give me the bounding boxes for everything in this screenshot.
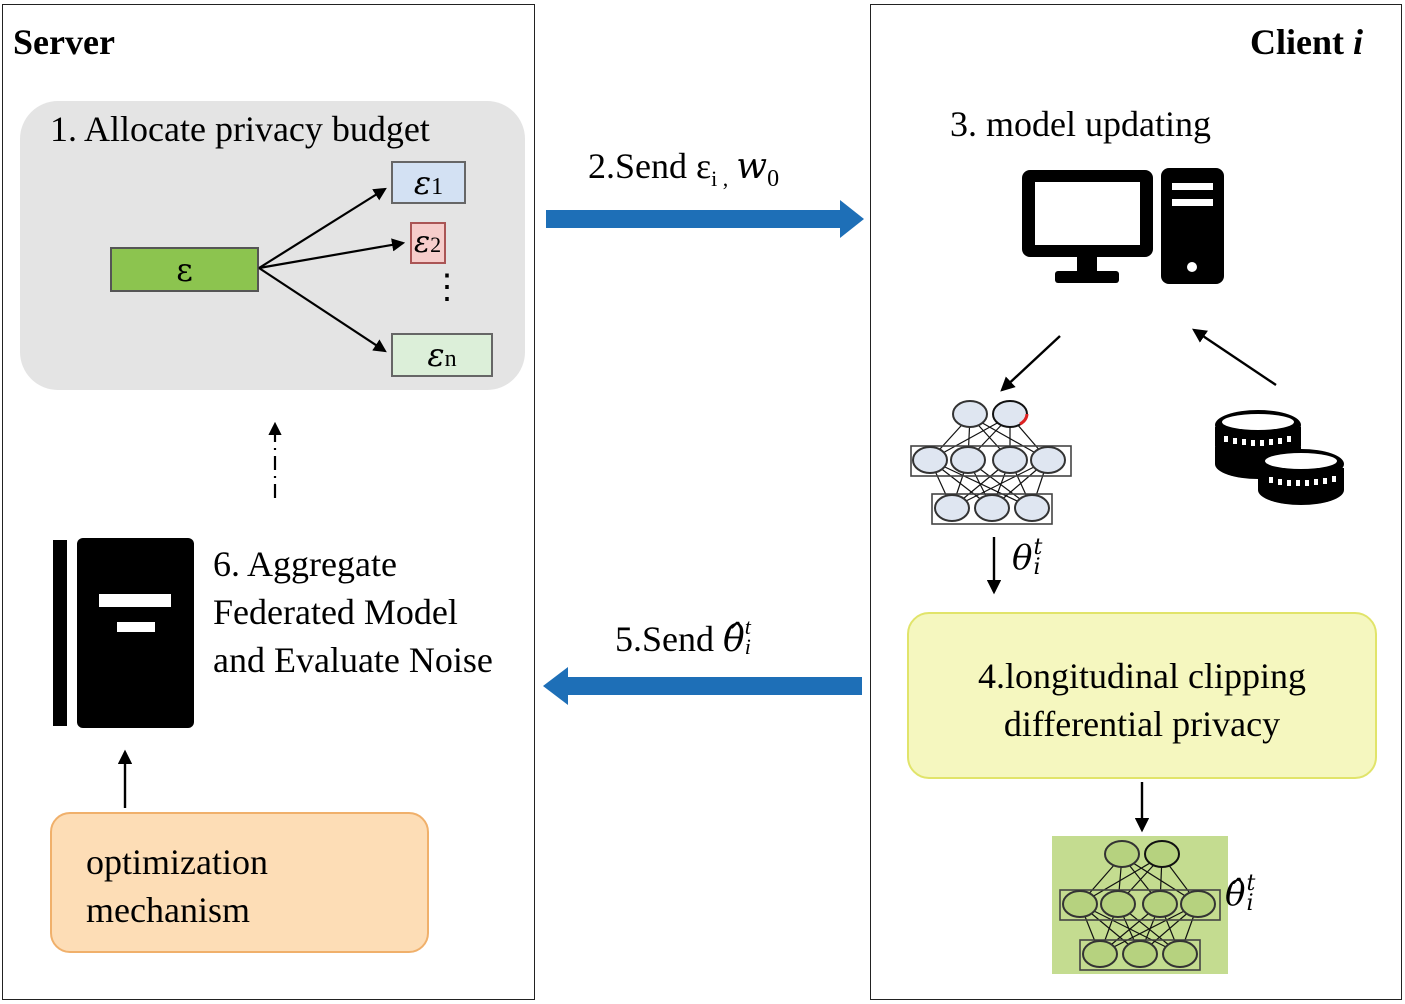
client-title: Client i — [1250, 21, 1363, 63]
server-title: Server — [13, 22, 115, 62]
aggregate-line-3: and Evaluate Noise — [213, 640, 493, 680]
theta-sub: i — [1033, 555, 1041, 580]
epsilon-n-box: εn — [391, 333, 493, 377]
send-w-symbol: w — [736, 146, 768, 187]
coins-icon — [1213, 402, 1345, 508]
send-epsilon-sub: i , — [711, 166, 729, 191]
ldp-box: 4.longitudinal clipping differential pri… — [907, 612, 1377, 779]
send-theta-text: 5.Send — [615, 619, 723, 659]
book-icon — [53, 538, 194, 728]
optimization-label: optimization mechanism — [86, 838, 268, 934]
client-title-text: Client — [1249, 22, 1344, 62]
send-w-sub: 0 — [767, 166, 780, 192]
epsilon-1-symbol: ε — [413, 164, 432, 202]
theta-symbol: θ — [1012, 538, 1033, 578]
epsilon-total-box: ε — [110, 247, 259, 292]
send-left-arrow — [543, 667, 862, 705]
aggregate-line-2: Federated Model — [213, 592, 458, 632]
theta-hat-sub: i — [1246, 891, 1254, 916]
neural-network-icon — [908, 398, 1074, 526]
epsilon-1-box: ε1 — [391, 161, 466, 204]
theta-hat-sup: t — [1246, 871, 1256, 896]
theta-hat-symbol: θ̂ — [1225, 874, 1246, 914]
send-epsilon-label: 2.Send εi , w0 — [588, 142, 779, 203]
ldp-line-2: differential privacy — [1003, 704, 1281, 744]
epsilon-1-sub: 1 — [431, 174, 444, 200]
optimization-line-1: optimization — [86, 842, 268, 882]
epsilon-ellipsis: ⋮ — [430, 269, 464, 306]
epsilon-2-box: ε2 — [410, 222, 446, 264]
aggregate-label: 6. Aggregate Federated Model and Evaluat… — [213, 540, 493, 684]
computer-icon — [1022, 168, 1224, 286]
optimization-line-2: mechanism — [86, 890, 250, 930]
send-right-arrow — [546, 200, 864, 238]
client-title-var: i — [1352, 22, 1363, 62]
send-theta-sup: t — [744, 614, 751, 639]
epsilon-total-label: ε — [176, 251, 193, 289]
epsilon-2-sub: 2 — [430, 232, 442, 257]
epsilon-2-symbol: ε — [414, 225, 431, 260]
send-epsilon-text: 2.Send ε — [588, 146, 712, 186]
noisy-neural-network-icon — [1052, 836, 1228, 974]
allocate-budget-label: 1. Allocate privacy budget — [50, 109, 430, 149]
send-theta-sub: i — [744, 634, 751, 659]
ldp-line-1: 4.longitudinal clipping — [978, 656, 1306, 696]
optimization-mechanism-box: optimization mechanism — [50, 812, 429, 953]
epsilon-n-sub: n — [444, 346, 457, 372]
epsilon-n-symbol: ε — [427, 336, 445, 374]
send-theta-symbol: θ̂ — [723, 619, 745, 660]
aggregate-line-1: 6. Aggregate — [213, 544, 397, 584]
theta-sup: t — [1033, 535, 1043, 560]
model-updating-label: 3. model updating — [950, 104, 1211, 144]
